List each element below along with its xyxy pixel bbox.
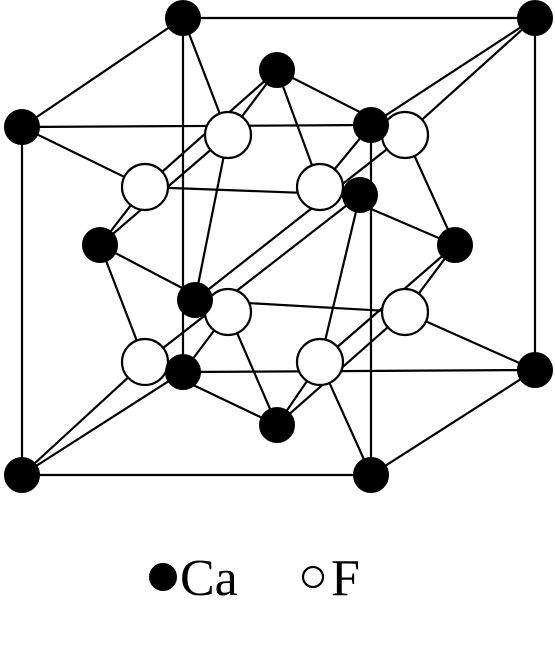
f-atom <box>295 337 345 387</box>
legend: Ca F <box>149 550 360 607</box>
ca-atom <box>165 354 201 390</box>
bond-line <box>404 17 536 136</box>
ca-atom <box>353 107 389 143</box>
bond-line <box>370 17 536 126</box>
ca-atom <box>517 352 553 388</box>
bond-line <box>318 194 362 363</box>
lattice-atoms <box>4 0 553 493</box>
ca-atom <box>259 52 295 88</box>
f-atom <box>120 162 170 212</box>
f-atom <box>380 287 430 337</box>
bond-line <box>21 123 372 129</box>
legend-f-label: F <box>331 550 360 607</box>
bond-line <box>144 194 361 363</box>
ca-atom <box>437 227 473 263</box>
ca-atom <box>259 407 295 443</box>
legend-ca-marker <box>149 563 177 591</box>
f-atom <box>295 162 345 212</box>
bond-line <box>370 369 536 476</box>
ca-atom <box>4 457 40 493</box>
bond-line <box>21 17 184 128</box>
legend-f-marker <box>301 565 325 589</box>
ca-atom <box>353 457 389 493</box>
ca-atom <box>4 109 40 145</box>
ca-atom <box>342 177 378 213</box>
ca-atom <box>165 0 201 36</box>
bond-line <box>194 134 406 301</box>
ca-atom <box>177 282 213 318</box>
ca-atom <box>82 227 118 263</box>
legend-ca-label: Ca <box>180 550 238 607</box>
f-atom <box>120 337 170 387</box>
bond-line <box>182 368 536 374</box>
f-atom <box>380 110 430 160</box>
bond-line <box>21 371 184 476</box>
f-atom <box>203 110 253 160</box>
bond-line <box>193 134 230 301</box>
ca-atom <box>517 0 553 36</box>
bond-line <box>21 361 146 476</box>
